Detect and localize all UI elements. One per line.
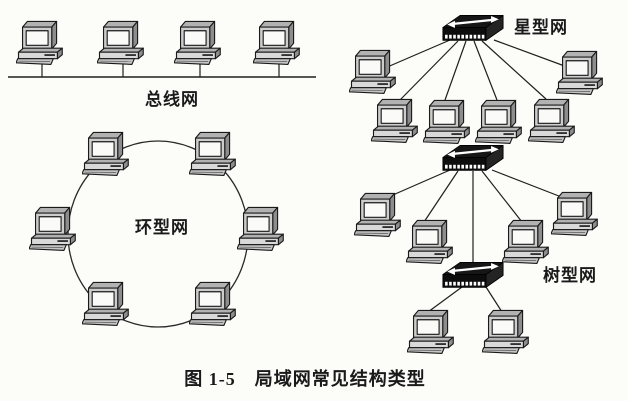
computer-icon (82, 131, 129, 176)
computer-icon (253, 20, 300, 65)
link-line (399, 40, 459, 101)
computer-icon (82, 281, 129, 326)
link-line (491, 169, 565, 199)
link-line (493, 39, 571, 69)
computer-icon (174, 20, 221, 65)
ring-network: 环型网 (29, 131, 284, 328)
computer-icon (29, 206, 76, 251)
link-line (444, 40, 467, 101)
computer-icon (502, 219, 549, 264)
switch-icon (442, 14, 504, 42)
star-network-label: 星型网 (514, 17, 568, 37)
computer-icon (556, 50, 603, 95)
computer-icon (349, 49, 396, 94)
switch-icon (442, 144, 504, 172)
computer-icon (97, 20, 144, 65)
link-line (385, 169, 451, 199)
computer-icon (528, 98, 575, 143)
computer-icon (406, 219, 453, 264)
computer-icon (237, 206, 284, 251)
link-line (427, 286, 463, 313)
figure-caption: 图 1-5 局域网常见结构类型 (184, 368, 426, 389)
computer-icon (189, 281, 236, 326)
bus-network-label: 总线网 (145, 89, 199, 109)
bus-network: 总线网 (8, 20, 316, 109)
computer-icon (371, 98, 418, 143)
computer-icon (475, 99, 522, 144)
link-line (384, 39, 451, 69)
link-line (485, 286, 503, 313)
switch-icon (442, 261, 504, 289)
link-line (423, 170, 459, 223)
computer-icon (551, 191, 598, 236)
ring-network-label: 环型网 (135, 217, 189, 237)
link-line (481, 40, 547, 100)
computer-icon (16, 20, 63, 65)
link-line (473, 40, 498, 101)
computer-icon (423, 99, 470, 144)
computer-icon (407, 309, 454, 354)
computer-icon (354, 192, 401, 237)
computer-icon (189, 131, 236, 176)
computer-icon (482, 309, 529, 354)
tree-network-label: 树型网 (543, 265, 597, 285)
link-line (481, 170, 523, 223)
star-network: 星型网 (349, 14, 603, 144)
tree-network: 树型网 (354, 144, 598, 354)
